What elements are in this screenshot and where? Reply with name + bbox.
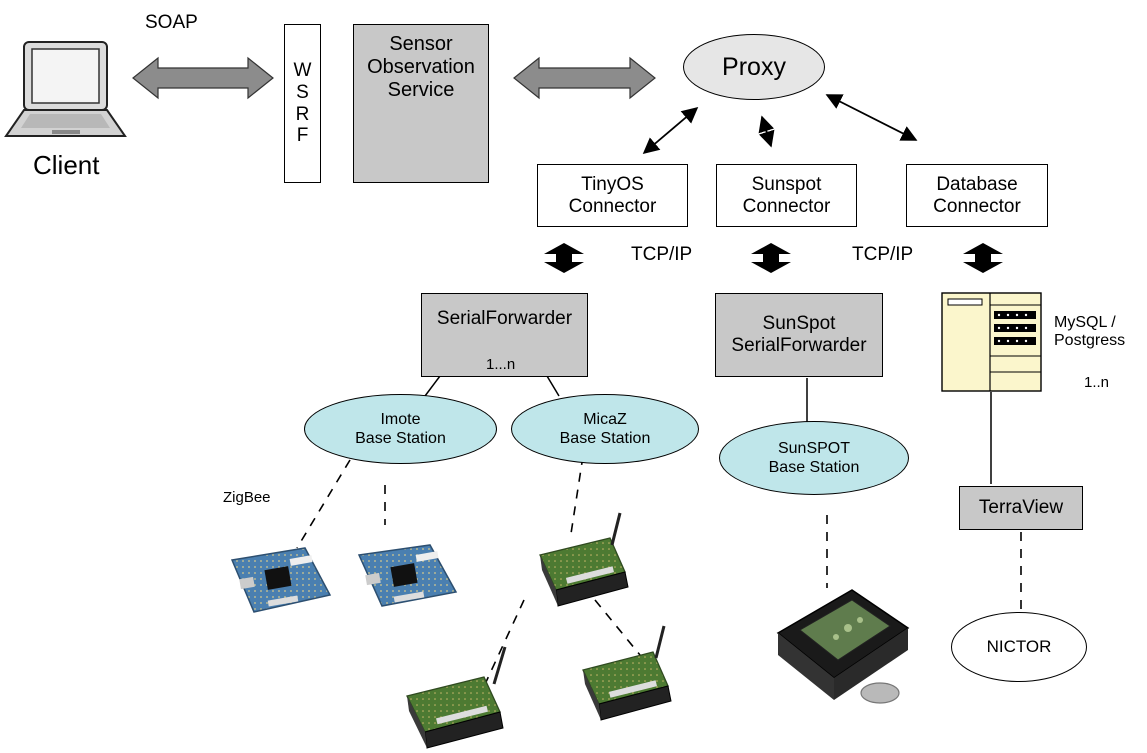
micaz-mote-link: [569, 455, 584, 541]
proxy-sunspot-arrow: [758, 115, 775, 148]
sunspot-base-station: SunSPOT Base Station: [719, 421, 909, 495]
sunspot-connector-box: Sunspot Connector: [716, 164, 857, 227]
tinyos-connector-box: TinyOS Connector: [537, 164, 688, 227]
micaz-base-station: MicaZ Base Station: [511, 394, 699, 464]
database-server-icon: [941, 292, 1042, 392]
wsrf-box: W S R F: [284, 24, 321, 183]
proxy-database-arrow: [825, 94, 918, 141]
serialforwarder-box: SerialForwarder: [421, 293, 588, 377]
database-db-double-arrow: [963, 243, 1003, 273]
zigbee-label: ZigBee: [223, 489, 271, 506]
micaz-mote-icon: [406, 646, 507, 749]
mote-mote-link-1: [479, 599, 525, 696]
proxy-tinyos-arrow: [642, 106, 699, 155]
mote-mote-link-2: [594, 599, 641, 656]
imote-zigbee-link-1: [296, 459, 351, 549]
tinyos-sf-double-arrow: [544, 243, 584, 273]
imote-board-icon: [357, 544, 458, 607]
terraview-box: TerraView: [959, 486, 1083, 530]
database-multiplicity: 1..n: [1084, 374, 1110, 391]
tcpip-label-1: TCP/IP: [631, 244, 693, 265]
sunspot-serialforwarder-box: SunSpot SerialForwarder: [715, 293, 883, 377]
sf-micaz-line: [546, 375, 560, 397]
micaz-mote-icon: [539, 512, 629, 607]
laptop-icon: [4, 41, 127, 137]
serialforwarder-title: SerialForwarder: [436, 308, 573, 329]
serialforwarder-multiplicity: 1...n: [486, 356, 516, 373]
sunspot-sf-double-arrow: [751, 243, 791, 273]
database-connector-box: Database Connector: [906, 164, 1048, 227]
sf-imote-line: [424, 375, 441, 397]
nictor-node: NICTOR: [951, 612, 1087, 682]
soap-label: SOAP: [145, 12, 198, 33]
proxy-node: Proxy: [683, 34, 825, 100]
imote-base-station: Imote Base Station: [304, 394, 497, 464]
sos-proxy-double-arrow: [513, 56, 656, 100]
imote-board-icon: [230, 547, 332, 613]
sensor-observation-service-box: Sensor Observation Service: [353, 24, 489, 183]
client-label: Client: [33, 150, 100, 180]
micaz-mote-icon: [582, 625, 672, 721]
soap-double-arrow: [132, 56, 274, 100]
sunspot-device-icon: [776, 589, 910, 704]
mysql-postgress-label: MySQL / Postgress: [1054, 314, 1126, 350]
tcpip-label-2: TCP/IP: [852, 244, 914, 265]
